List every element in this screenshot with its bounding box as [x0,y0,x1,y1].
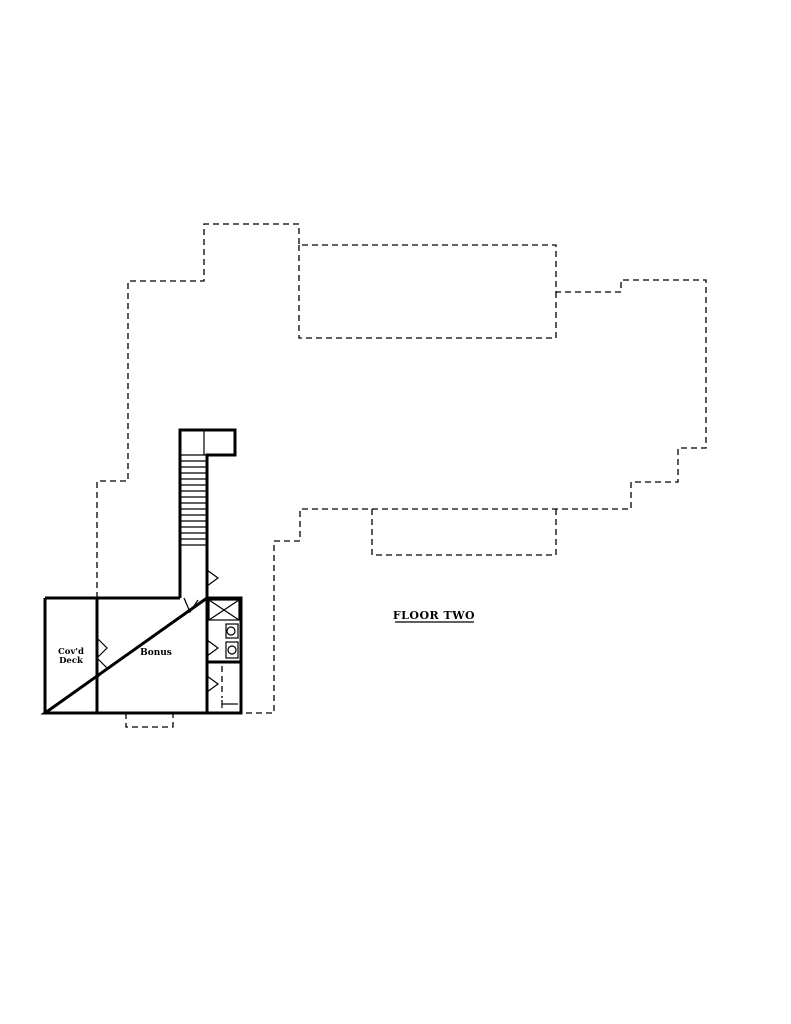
shower [208,599,240,621]
covd-deck-label-line1: Cov'd [58,647,84,657]
bath-door-swing [206,639,220,657]
upper-floor-exterior-wall [40,596,243,715]
stair-treads [180,454,207,546]
bonus-room-label: Bonus [140,648,172,658]
bonus-door-swing [183,597,199,614]
deck-door-swing [96,637,108,679]
floor-title: FLOOR TWO [393,609,475,622]
toilet [225,623,239,639]
lower-floor-outline [96,223,707,714]
closet-door-swing [206,675,220,693]
rear-porch-outline [371,509,557,556]
sink [225,641,239,659]
upper-roof-outline [298,245,557,339]
covd-deck-label-line2: Deck [59,656,84,666]
window-bay-outline [125,713,174,728]
stair-door-swing [206,569,220,587]
